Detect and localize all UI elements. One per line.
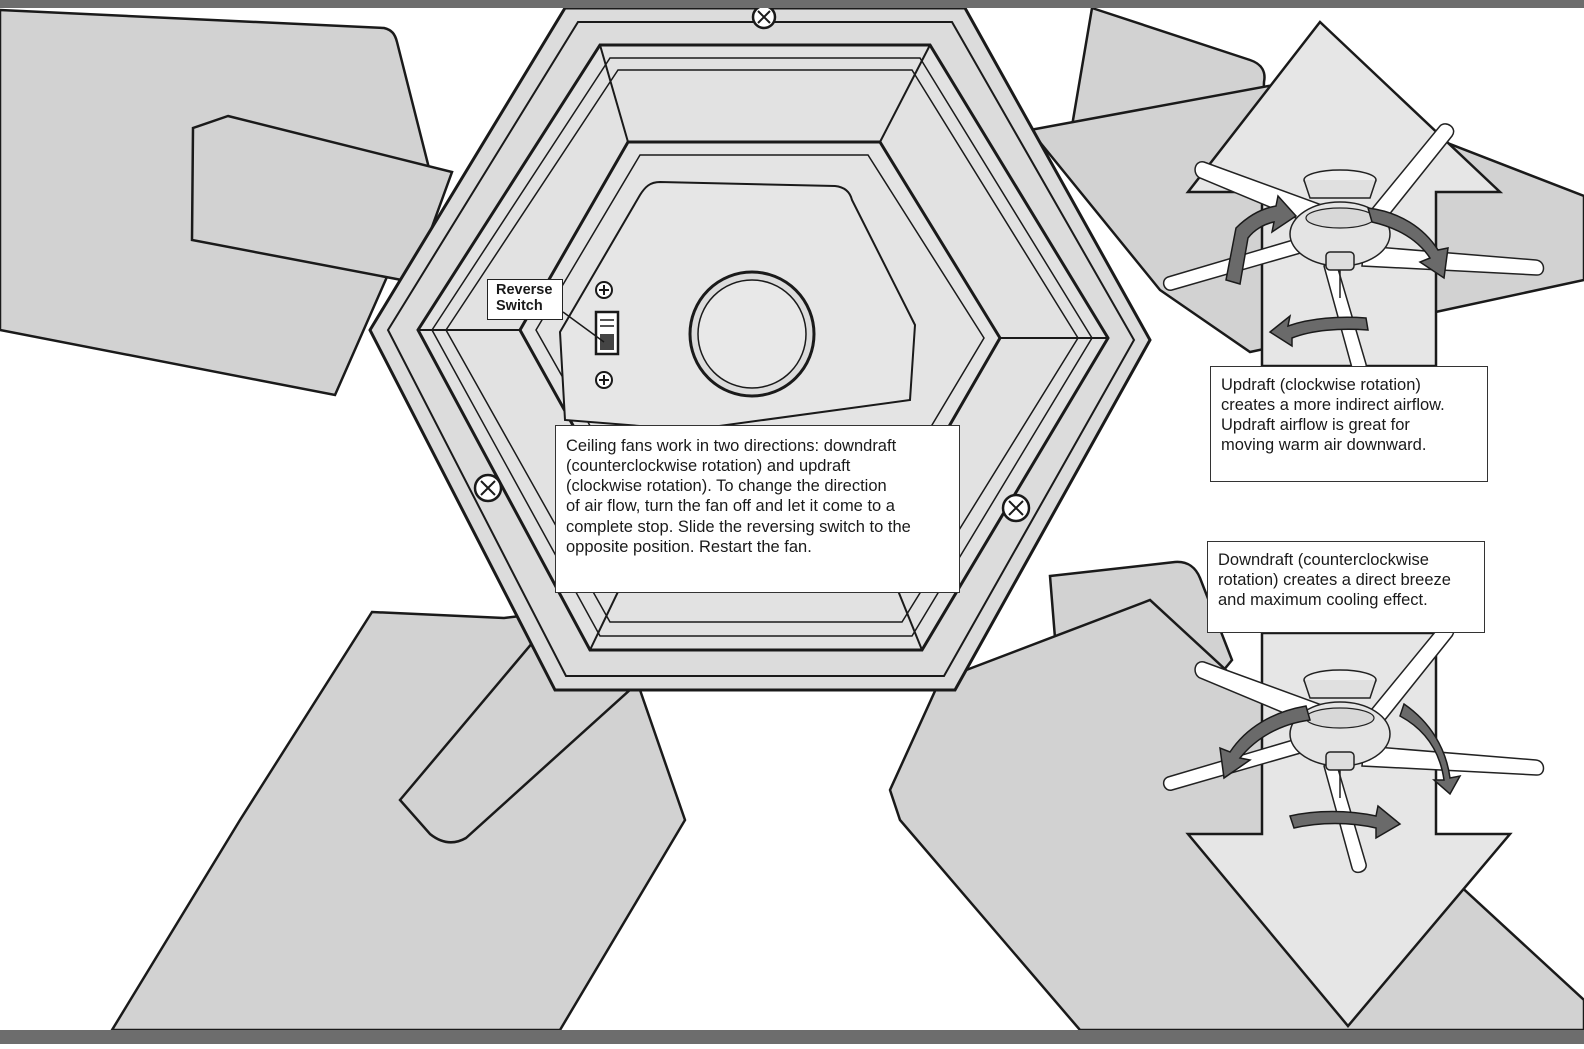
instructions-line: (counterclockwise rotation) and updraft <box>566 456 949 476</box>
switch-label-line: Reverse <box>496 283 554 299</box>
updraft-line: Updraft airflow is great for <box>1221 415 1477 435</box>
instructions-line: of air flow, turn the fan off and let it… <box>566 496 949 516</box>
reverse-switch-label: Reverse Switch <box>487 279 563 320</box>
instructions-line: Ceiling fans work in two directions: dow… <box>566 436 949 456</box>
updraft-line: creates a more indirect airflow. <box>1221 395 1477 415</box>
updraft-callout: Updraft (clockwise rotation) creates a m… <box>1210 366 1488 482</box>
footer-bar <box>0 1030 1584 1044</box>
downdraft-line: Downdraft (counterclockwise <box>1218 550 1474 570</box>
header-bar <box>0 0 1584 8</box>
instructions-line: complete stop. Slide the reversing switc… <box>566 517 949 537</box>
instructions-line: opposite position. Restart the fan. <box>566 537 949 557</box>
downdraft-line: and maximum cooling effect. <box>1218 590 1474 610</box>
downdraft-line: rotation) creates a direct breeze <box>1218 570 1474 590</box>
instructions-callout: Ceiling fans work in two directions: dow… <box>555 425 960 593</box>
downdraft-callout: Downdraft (counterclockwise rotation) cr… <box>1207 541 1485 633</box>
updraft-line: moving warm air downward. <box>1221 435 1477 455</box>
instructions-line: (clockwise rotation). To change the dire… <box>566 476 949 496</box>
updraft-line: Updraft (clockwise rotation) <box>1221 375 1477 395</box>
switch-label-line: Switch <box>496 299 554 315</box>
